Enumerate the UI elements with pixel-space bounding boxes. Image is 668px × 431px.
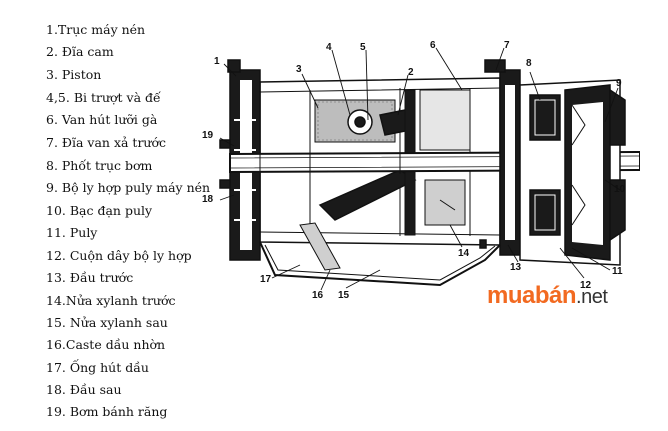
callout-10: 10 — [614, 184, 626, 195]
callout-11: 11 — [612, 266, 623, 277]
callout-1: 1 — [214, 56, 220, 67]
legend-item: 2. Đĩa cam — [46, 44, 114, 59]
legend-item: 13. Đầu trước — [46, 270, 134, 285]
callout-17: 17 — [260, 274, 272, 285]
legend-item: 8. Phốt trục bơm — [46, 158, 153, 173]
lower-cylinder — [419, 89, 471, 226]
callout-18: 18 — [202, 194, 214, 205]
callout-3: 3 — [296, 64, 302, 75]
legend-item: 17. Ống hút dầu — [46, 360, 149, 375]
callout-8: 8 — [526, 58, 532, 69]
piston-upper — [314, 99, 411, 143]
callout-9: 9 — [616, 78, 622, 89]
legend-item: 11. Puly — [46, 225, 98, 240]
legend-item: 9. Bộ ly hợp puly máy nén — [46, 180, 211, 195]
callout-15: 15 — [338, 290, 350, 301]
callout-16: 16 — [312, 290, 324, 301]
legend-item: 19. Bơm bánh răng — [46, 404, 168, 419]
legend-item: 15. Nửa xylanh sau — [46, 315, 168, 330]
watermark-logo: muabán.net — [487, 282, 608, 310]
watermark-tld: .net — [576, 286, 608, 308]
callout-6: 6 — [430, 40, 436, 51]
leader-lines — [219, 47, 621, 291]
legend-item: 6. Van hút lưỡi gà — [46, 112, 158, 127]
legend-item: 10. Bạc đạn puly — [46, 203, 153, 218]
callout-2: 2 — [408, 67, 414, 78]
watermark-brand: muabán — [487, 282, 577, 309]
legend-item: 7. Đĩa van xả trước — [46, 135, 167, 150]
callout-14: 14 — [458, 248, 470, 259]
callout-7: 7 — [504, 40, 510, 51]
oil-sump — [259, 222, 501, 287]
callout-13: 13 — [510, 262, 522, 273]
callout-5: 5 — [360, 42, 366, 53]
legend-item: 16.Caste dầu nhờn — [46, 337, 166, 352]
front-head — [484, 59, 521, 256]
legend-item: 12. Cuộn dây bộ ly hợp — [46, 248, 192, 263]
legend-item: 1.Trục máy nén — [46, 22, 146, 37]
legend-item: 3. Piston — [46, 67, 102, 82]
callout-4: 4 — [326, 42, 332, 53]
parts-legend: 1.Trục máy nén 2. Đĩa cam 3. Piston 4,5.… — [0, 0, 230, 431]
callout-labels: 1 2 3 4 5 6 7 8 9 10 11 12 13 14 15 16 1… — [202, 40, 626, 301]
clutch-pulley — [519, 79, 626, 266]
legend-item: 14.Nửa xylanh trước — [46, 293, 176, 308]
legend-item: 4,5. Bi trượt và đế — [46, 90, 161, 105]
legend-item: 18. Đầu sau — [46, 382, 122, 397]
callout-19: 19 — [202, 130, 214, 141]
compressor-cross-section: 1 2 3 4 5 6 7 8 9 10 11 12 13 14 15 16 1… — [202, 40, 640, 301]
callout-12: 12 — [580, 280, 592, 291]
